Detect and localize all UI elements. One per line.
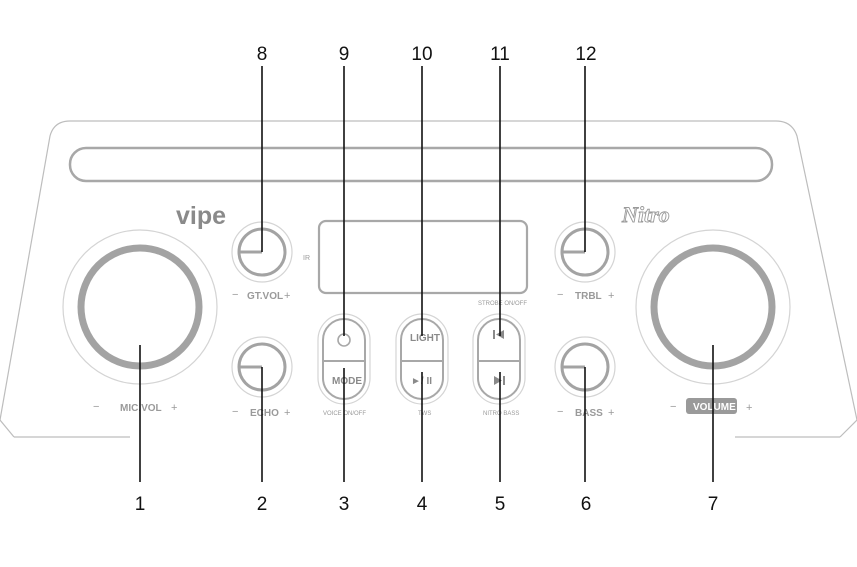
- mode-button[interactable]: MODE: [332, 376, 362, 387]
- volume-badge: [686, 398, 737, 414]
- callout-number-5: 5: [495, 494, 506, 515]
- bass-label: BASS: [575, 408, 603, 419]
- trbl-plus: +: [608, 290, 614, 302]
- callout-number-11: 11: [490, 44, 510, 65]
- display-screen: [317, 219, 529, 295]
- play-sub-label: TWS: [418, 411, 431, 417]
- strobe-label: STROBE ON/OFF: [478, 301, 527, 307]
- callout-number-10: 10: [411, 44, 432, 65]
- bass-plus: +: [608, 407, 614, 419]
- next-track-icon[interactable]: [494, 376, 505, 385]
- ir-label: IR: [303, 255, 310, 262]
- mic-vol-minus: −: [93, 401, 99, 413]
- device-bottom-right: [839, 419, 857, 438]
- mic-vol-plus: +: [171, 402, 177, 414]
- gt-vol-plus: +: [284, 290, 290, 302]
- volume-label: VOLUME: [693, 402, 736, 413]
- callout-number-8: 8: [257, 44, 268, 65]
- callout-number-6: 6: [581, 494, 592, 515]
- device-bottom-left: [0, 419, 15, 438]
- echo-plus: +: [284, 407, 290, 419]
- mic-vol-label: MIC.VOL: [120, 403, 162, 414]
- echo-label: ECHO: [250, 408, 279, 419]
- callout-number-12: 12: [575, 44, 596, 65]
- gt-vol-minus: −: [232, 289, 238, 301]
- track-button-body: [477, 318, 521, 400]
- callout-number-4: 4: [417, 494, 428, 515]
- previous-track-icon[interactable]: [493, 330, 504, 339]
- echo-minus: −: [232, 406, 238, 418]
- callout-number-3: 3: [339, 494, 350, 515]
- callout-number-7: 7: [708, 494, 719, 515]
- trbl-minus: −: [557, 289, 563, 301]
- brand-logo: vipe: [176, 202, 226, 230]
- light-button[interactable]: LIGHT: [410, 333, 440, 344]
- callout-number-1: 1: [135, 494, 146, 515]
- device-outline: [0, 120, 857, 421]
- trbl-label: TRBL: [575, 291, 602, 302]
- nitro-bass-label: NITRO BASS: [483, 411, 519, 417]
- brand-logo-2: Nitro: [621, 202, 670, 227]
- bass-minus: −: [557, 406, 563, 418]
- volume-plus: +: [746, 402, 752, 414]
- gt-vol-label: GT.VOL: [247, 291, 283, 302]
- volume-minus: −: [670, 401, 676, 413]
- callout-number-2: 2: [257, 494, 268, 515]
- track-button-outer: [472, 313, 526, 405]
- top-slot: [68, 146, 774, 183]
- callout-number-9: 9: [339, 44, 350, 65]
